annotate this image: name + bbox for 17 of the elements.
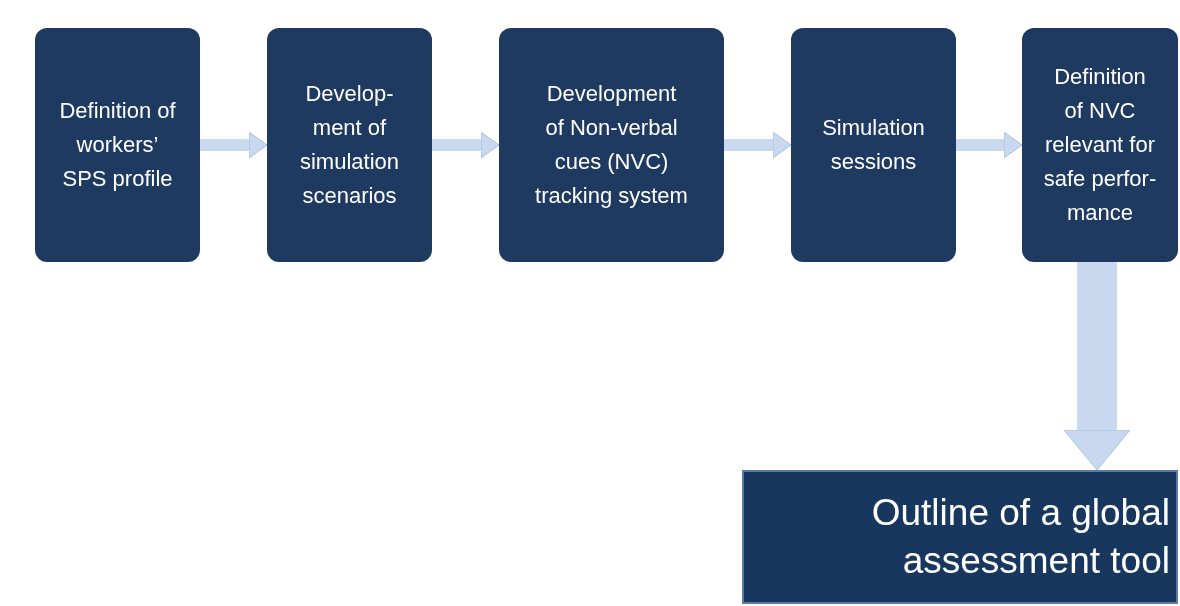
block-arrow	[956, 131, 1023, 159]
box-label: Definition of workers’ SPS profile	[58, 97, 177, 193]
box-label: Outline of a global assessment tool	[870, 491, 1170, 583]
process-box	[791, 28, 956, 262]
block-arrow	[200, 131, 268, 159]
box-label: Simulation sessions	[821, 114, 926, 176]
process-box	[35, 28, 200, 262]
box-label: Develop- ment of simulation scenarios	[298, 80, 400, 210]
block-arrow	[724, 131, 792, 159]
process-box	[499, 28, 724, 262]
block-arrow	[1063, 262, 1131, 471]
box-label: Development of Non-verbal cues (NVC) tracking system	[535, 80, 688, 210]
box-label: Definition of NVC relevant for safe perfor- mance	[1042, 63, 1158, 227]
result-box	[742, 470, 1178, 604]
block-arrow	[432, 131, 500, 159]
process-box	[1022, 28, 1178, 262]
process-box	[267, 28, 432, 262]
